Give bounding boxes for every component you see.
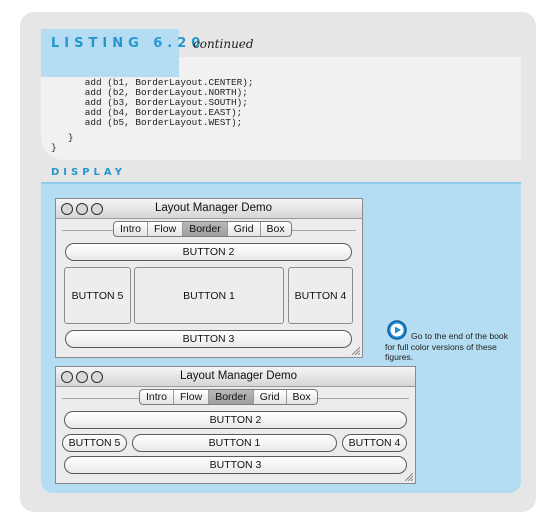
continued-label: continued [193,37,254,51]
tab-box[interactable]: Box [266,223,285,235]
play-icon [387,320,407,340]
code-line: add (b3, BorderLayout.SOUTH); [51,97,248,108]
button-2[interactable]: BUTTON 2 [64,411,407,429]
tab-box[interactable]: Box [292,391,311,403]
listing-tab [41,29,179,57]
button-2[interactable]: BUTTON 2 [65,243,352,261]
code-line: add (b2, BorderLayout.NORTH); [51,87,248,98]
display-label: DISPLAY [51,167,126,178]
tab-bar: Intro Flow Border Grid Box [113,221,292,237]
tab-grid[interactable]: Grid [254,390,287,404]
window-title: Layout Manager Demo [180,370,297,382]
window-title: Layout Manager Demo [155,202,272,214]
button-3[interactable]: BUTTON 3 [64,456,407,474]
tab-bar: Intro Flow Border Grid Box [139,389,318,405]
resize-grip-icon[interactable] [403,471,413,481]
tab-intro[interactable]: Intro [140,390,175,404]
code-line: add (b5, BorderLayout.WEST); [51,117,243,128]
button-4[interactable]: BUTTON 4 [288,267,353,324]
close-icon[interactable] [61,203,73,215]
code-line: } [51,142,57,153]
tab-border[interactable]: Border [209,390,254,404]
resize-grip-icon[interactable] [350,345,360,355]
listing-label: LISTING 6.20 [51,36,206,51]
note-text: Go to the end of the book for full color… [385,331,508,362]
code-panel [41,57,521,160]
button-3[interactable]: BUTTON 3 [65,330,352,348]
code-line: add (b4, BorderLayout.EAST); [51,107,243,118]
tab-intro[interactable]: Intro [114,222,149,236]
minimize-icon[interactable] [76,371,88,383]
button-1[interactable]: BUTTON 1 [132,434,337,452]
tab-flow[interactable]: Flow [148,222,184,236]
button-5[interactable]: BUTTON 5 [62,434,127,452]
window-1: Layout Manager Demo Intro Flow Border Gr… [55,198,363,358]
tab-border[interactable]: Border [183,222,228,236]
minimize-icon[interactable] [76,203,88,215]
button-5[interactable]: BUTTON 5 [64,267,131,324]
window-2: Layout Manager Demo Intro Flow Border Gr… [55,366,416,484]
window-1-titlebar[interactable]: Layout Manager Demo [56,199,362,219]
button-4[interactable]: BUTTON 4 [342,434,407,452]
button-1[interactable]: BUTTON 1 [134,267,284,324]
code-line: add (b1, BorderLayout.CENTER); [51,77,254,88]
tab-flow[interactable]: Flow [174,390,210,404]
window-2-titlebar[interactable]: Layout Manager Demo [56,367,415,387]
zoom-icon[interactable] [91,371,103,383]
zoom-icon[interactable] [91,203,103,215]
tab-grid[interactable]: Grid [228,222,261,236]
display-divider [41,182,521,184]
close-icon[interactable] [61,371,73,383]
code-line: } [51,132,74,143]
